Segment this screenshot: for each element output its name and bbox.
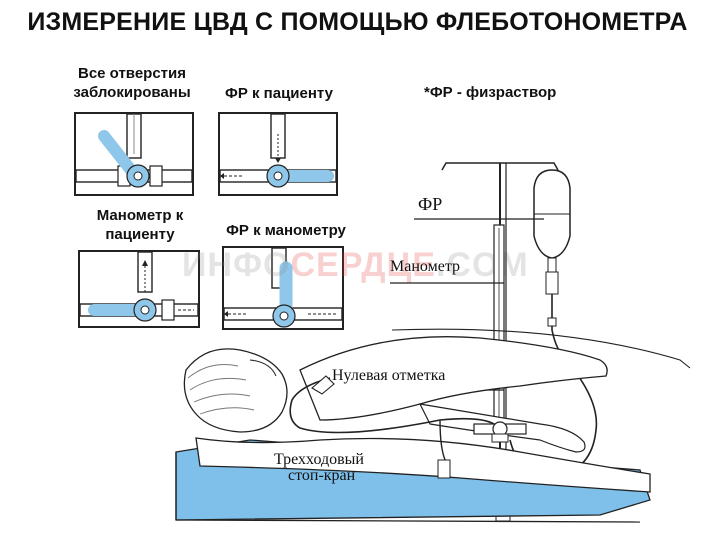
panel-caption-fr-to-patient: ФР к пациенту xyxy=(225,85,333,102)
panel-caption-all-blocked: Все отверстия заблокированы xyxy=(73,65,191,101)
label-manometer: Манометр xyxy=(390,258,460,275)
page-title: ИЗМЕРЕНИЕ ЦВД С ПОМОЩЬЮ ФЛЕБОТОНОМЕТРА xyxy=(27,8,688,36)
panel-caption-manometer-to-patient: Манометр к пациенту xyxy=(96,207,184,243)
catheter-line xyxy=(289,375,495,479)
iv-bag xyxy=(533,169,571,295)
label-zero-mark: Нулевая отметка xyxy=(332,367,446,384)
patient-body xyxy=(183,328,691,493)
watermark-part-1: ИНФО xyxy=(182,246,291,284)
label-fr: ФР xyxy=(418,194,443,214)
stopcock-panel-manometer-to-patient xyxy=(78,250,200,328)
watermark-part-3: .COM xyxy=(435,246,529,284)
label-stopcock-line-2: стоп-кран xyxy=(288,467,356,484)
stopcock-panel-fr-to-manometer xyxy=(222,246,344,330)
watermark-part-2: СЕРДЦЕ xyxy=(290,246,436,284)
watermark: ИНФОСЕРДЦЕ.COM xyxy=(182,246,529,285)
label-stopcock: Трехходовый стоп-кран xyxy=(274,452,364,484)
stopcock-panel-all-blocked xyxy=(74,112,194,196)
three-way-stopcock xyxy=(473,421,527,443)
panel-caption-fr-to-manometer: ФР к манометру xyxy=(226,222,346,239)
stopcock-panel-fr-to-patient xyxy=(218,112,338,196)
legend-note: *ФР - физраствор xyxy=(424,84,557,101)
label-stopcock-line-1: Трехходовый xyxy=(274,451,364,468)
